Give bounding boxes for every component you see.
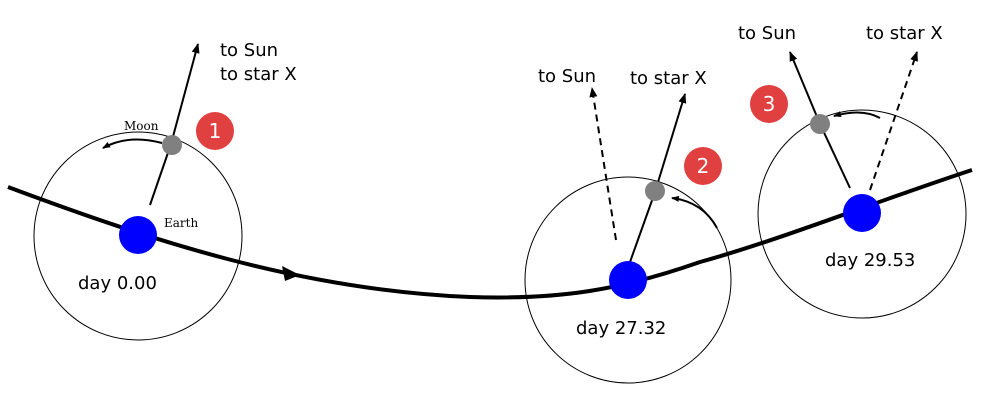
moon-2	[645, 181, 665, 201]
to-sun-label-2: to Sun	[538, 66, 596, 87]
moon-orbit-3	[757, 109, 967, 319]
badge-3	[750, 85, 788, 123]
earth-moon-line-2	[629, 191, 656, 263]
earth-moon-line-3	[819, 123, 851, 189]
to-star-label-1: to star X	[220, 64, 297, 85]
badge-2-label: 2	[697, 154, 710, 178]
day-label-3: day 29.53	[825, 250, 915, 271]
sun-direction-line-3	[789, 51, 821, 125]
star-direction-dashed-3	[869, 51, 918, 191]
badge-1-label: 1	[209, 119, 222, 143]
to-sun-label-1: to Sun	[220, 40, 278, 61]
moon-motion-arrow-3	[833, 111, 881, 119]
badge-2	[684, 147, 722, 185]
to-star-label-3: to star X	[866, 23, 943, 44]
moon-motion-arrow-2	[671, 195, 718, 229]
star-direction-line-2	[654, 93, 687, 193]
badge-3-label: 3	[763, 92, 776, 116]
moon-orbit-1	[33, 131, 243, 341]
sun-direction-dashed-2	[589, 87, 617, 241]
earth-2	[609, 261, 647, 299]
day-label-1: day 0.00	[78, 273, 157, 294]
earth-1	[119, 216, 157, 254]
earth-orbit-path	[7, 168, 973, 300]
arrow-to-sun-and-star-1	[170, 43, 200, 145]
moon-orbit-2	[524, 176, 732, 384]
badge-1	[196, 112, 234, 150]
moon-motion-arrow-1	[102, 138, 163, 149]
orbit-direction-arrow	[282, 266, 300, 281]
earth-3	[843, 194, 881, 232]
moon-1	[162, 135, 182, 155]
moon-label: Moon	[124, 119, 159, 133]
to-sun-label-3: to Sun	[738, 23, 796, 44]
to-star-label-2: to star X	[630, 68, 707, 89]
day-label-2: day 27.32	[576, 318, 666, 339]
moon-3	[810, 114, 830, 134]
earth-label: Earth	[164, 216, 198, 230]
earth-moon-line-1	[149, 143, 172, 206]
